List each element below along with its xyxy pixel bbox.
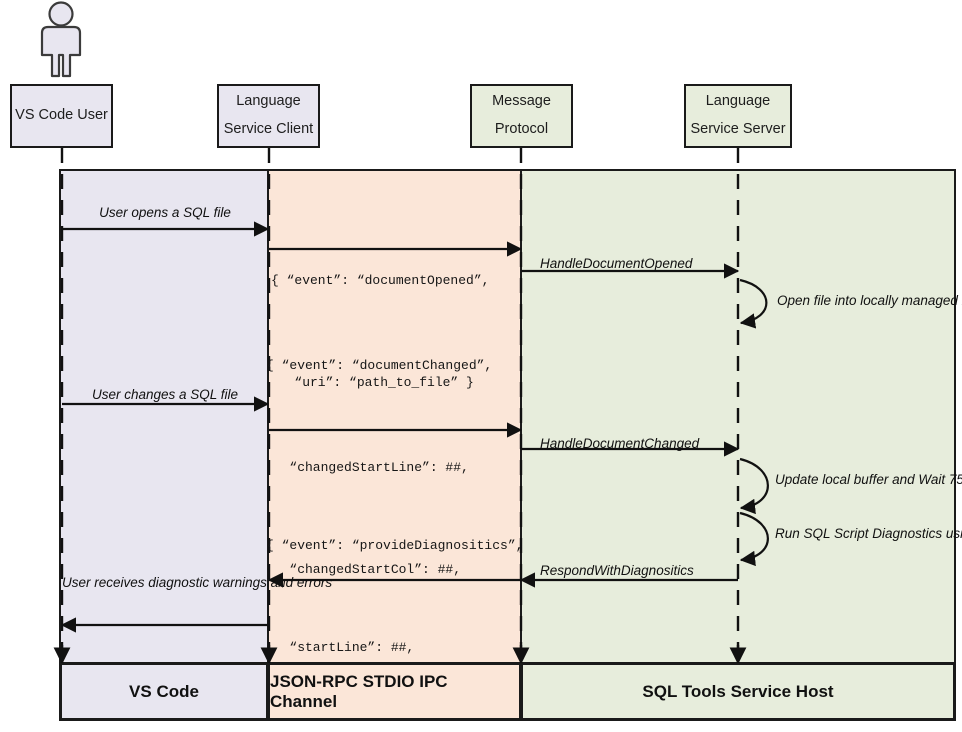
band-label-sql-tools-service-host[interactable]: SQL Tools Service Host (521, 663, 955, 720)
band-label-vs-code[interactable]: VS Code (60, 663, 268, 720)
band-vs-code-region (59, 169, 269, 664)
message-label-user-receives-diagnostics: User receives diagnostic warnings and er… (62, 575, 333, 590)
lifeline-header-message-protocol-line1: Message (492, 93, 551, 110)
lifeline-header-vs-code-user[interactable]: VS Code User (10, 84, 113, 148)
stick-figure-actor-icon (40, 1, 82, 78)
selfloop-open-file (739, 278, 768, 329)
band-label-json-rpc-stdio-ipc-channel[interactable]: JSON-RPC STDIO IPC Channel (268, 663, 521, 720)
lifeline-header-message-protocol-line2: Protocol (494, 121, 549, 137)
lifeline-header-vs-code-user-line1: VS Code User (15, 107, 108, 124)
lifeline-header-language-service-client-line1: Language (236, 93, 301, 110)
lifeline-header-message-protocol[interactable]: Message Protocol (470, 84, 573, 148)
lifeline-header-language-service-client-line2: Service Client (223, 121, 314, 137)
json-payload-provide-diagnositics: { “event”: “provideDiagnositics”, “start… (266, 538, 524, 655)
note-run-sql-script-diagnostics: Run SQL Script Diagnostics using SQL Par… (775, 526, 962, 541)
message-label-user-opens-sql-file: User opens a SQL file (99, 205, 231, 220)
message-label-user-changes-sql-file: User changes a SQL file (91, 387, 239, 402)
lifeline-header-language-service-client[interactable]: Language Service Client (217, 84, 320, 148)
selfloop-update-buffer (739, 457, 769, 515)
note-update-buffer-wait: Update local buffer and Wait 750ms (775, 472, 962, 487)
message-label-respond-with-diagnositics: RespondWithDiagnositics (540, 563, 694, 578)
note-open-file-into-buffer: Open file into locally managed buffer (777, 293, 962, 308)
selfloop-run-diagnostics (739, 511, 769, 567)
message-label-handle-document-changed: HandleDocumentChanged (540, 436, 700, 451)
message-label-handle-document-opened: HandleDocumentOpened (540, 256, 693, 271)
lifeline-header-language-service-server-line1: Language (705, 93, 771, 110)
lifeline-header-language-service-server[interactable]: Language Service Server (684, 84, 792, 148)
json-payload-document-opened: { “event”: “documentOpened”, “uri”: “pat… (271, 273, 490, 390)
lifeline-header-language-service-server-line2: Service Server (690, 121, 786, 137)
